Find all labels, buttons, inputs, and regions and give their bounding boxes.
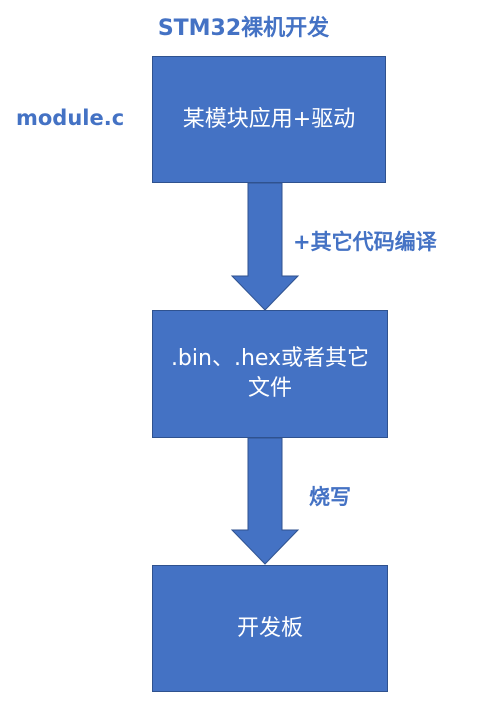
arrow-down-1 (230, 182, 300, 311)
diagram-title: STM32裸机开发 (157, 16, 330, 41)
edge-label-compile: +其它代码编译 (293, 230, 437, 254)
side-label: module.c (16, 106, 125, 130)
edge-label-flash: 烧写 (309, 485, 351, 509)
node-label: 开发板 (236, 615, 303, 641)
node-label-line-2: 文件 (247, 376, 292, 401)
arrow-down-2 (230, 437, 300, 565)
node-module-app-driver: 某模块应用+驱动 (152, 56, 386, 183)
node-bin-hex-file: .bin、.hex或者其它 文件 (152, 310, 388, 438)
node-dev-board: 开发板 (152, 565, 388, 692)
node-label-line-1: .bin、.hex或者其它 (170, 346, 370, 372)
node-label: 某模块应用+驱动 (182, 106, 356, 132)
